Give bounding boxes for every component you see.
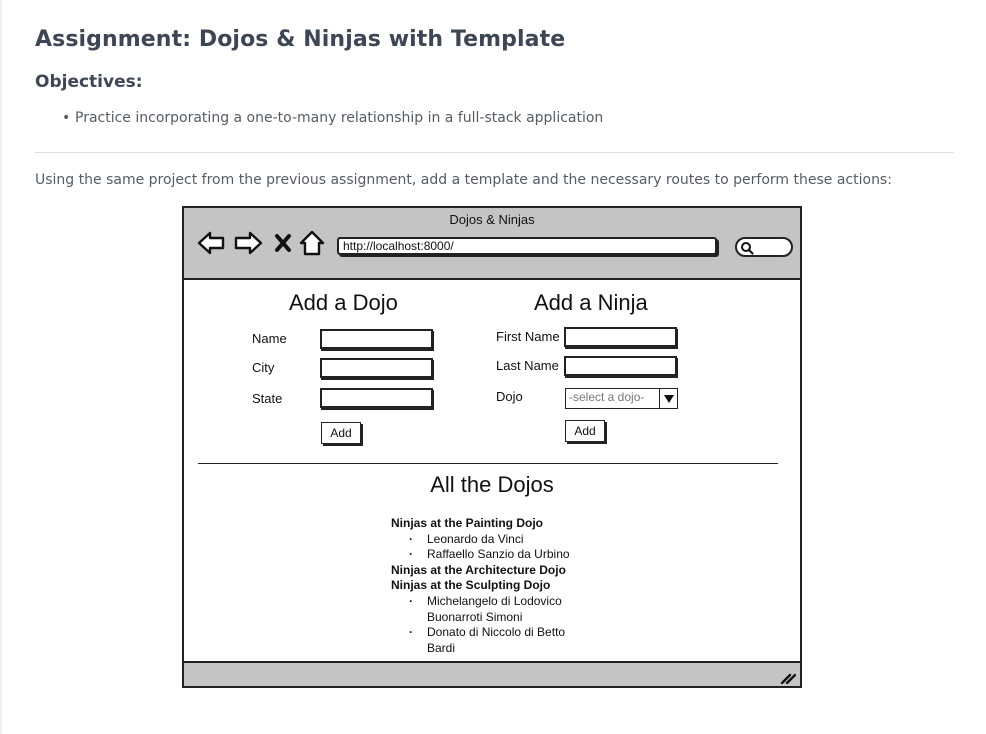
- last-name-input[interactable]: [564, 356, 677, 376]
- objectives-heading: Objectives:: [35, 72, 143, 92]
- dojo-city-input[interactable]: [320, 358, 433, 378]
- dojo-state-input[interactable]: [320, 388, 433, 408]
- ninja-item: Leonardo da Vinci: [391, 532, 570, 548]
- dojo-select-label: Dojo: [496, 389, 523, 404]
- resize-grip-icon[interactable]: [780, 670, 796, 684]
- back-arrow-icon[interactable]: [196, 230, 226, 256]
- close-x-icon[interactable]: [272, 230, 294, 256]
- dojo-name-label: Name: [252, 331, 287, 346]
- intro-text: Using the same project from the previous…: [35, 172, 892, 188]
- objectives-list: Practice incorporating a one-to-many rel…: [62, 110, 603, 126]
- add-ninja-title: Add a Ninja: [534, 290, 648, 315]
- dojo-state-label: State: [252, 391, 283, 406]
- all-dojos-title: All the Dojos: [430, 472, 554, 497]
- chevron-down-icon[interactable]: [659, 389, 677, 408]
- ninja-item: Michelangelo di Lodovico Buonarroti Simo…: [391, 594, 570, 625]
- dojo-list: Ninjas at the Painting Dojo Leonardo da …: [391, 516, 570, 656]
- wireframe-mockup: Dojos & Ninjas http://localhost:8000/ Ad…: [182, 206, 802, 688]
- first-name-input[interactable]: [564, 327, 677, 347]
- ninja-item: Raffaello Sanzio da Urbino: [391, 547, 570, 563]
- dojo-select[interactable]: -select a dojo-: [565, 388, 678, 409]
- dojo-name-input[interactable]: [320, 329, 433, 349]
- search-icon: [741, 242, 754, 255]
- home-icon[interactable]: [298, 230, 326, 256]
- dojo-city-label: City: [252, 360, 275, 375]
- left-border: [0, 0, 2, 734]
- window-title: Dojos & Ninjas: [449, 212, 535, 227]
- add-dojo-button[interactable]: Add: [321, 422, 361, 444]
- add-ninja-button[interactable]: Add: [565, 420, 605, 442]
- last-name-label: Last Name: [496, 358, 559, 373]
- url-bar[interactable]: http://localhost:8000/: [337, 237, 717, 255]
- dojo-heading: Ninjas at the Painting Dojo: [391, 516, 544, 530]
- section-divider: [198, 463, 778, 464]
- page-title: Assignment: Dojos & Ninjas with Template: [35, 27, 566, 52]
- add-dojo-title: Add a Dojo: [289, 290, 398, 315]
- forward-arrow-icon[interactable]: [232, 230, 264, 256]
- first-name-label: First Name: [496, 329, 560, 344]
- dojo-heading: Ninjas at the Sculpting Dojo: [391, 578, 551, 593]
- status-bar: [184, 661, 800, 686]
- dojo-select-value: -select a dojo-: [569, 390, 645, 404]
- objective-item: Practice incorporating a one-to-many rel…: [62, 110, 603, 126]
- browser-chrome: Dojos & Ninjas http://localhost:8000/: [184, 208, 800, 280]
- search-field[interactable]: [735, 237, 793, 257]
- dojo-heading: Ninjas at the Architecture Dojo: [391, 562, 566, 577]
- ninja-item: Donato di Niccolo di Betto Bardi: [391, 625, 570, 656]
- divider: [35, 152, 954, 153]
